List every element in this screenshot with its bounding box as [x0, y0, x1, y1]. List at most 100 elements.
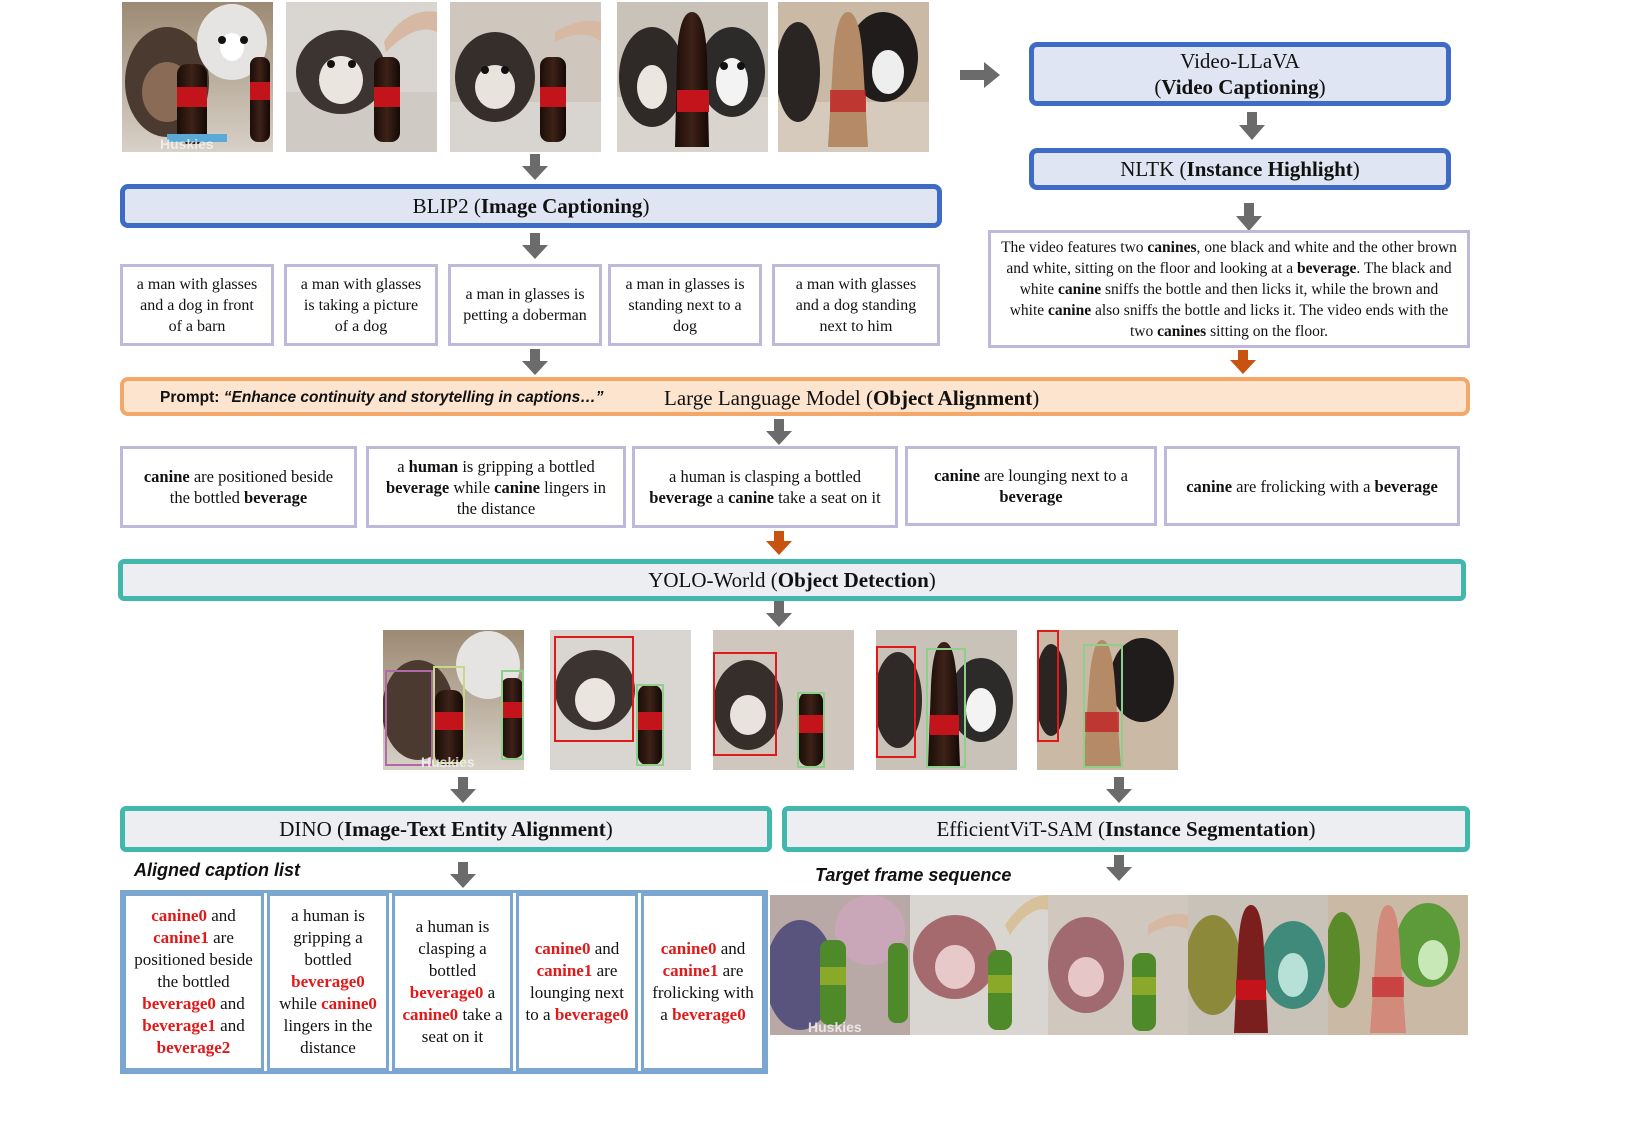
- dino-task: Image-Text Entity Alignment: [344, 816, 606, 841]
- arrow-down-icon: [766, 531, 792, 555]
- video-llava-task-line: (Video Captioning): [1154, 75, 1326, 99]
- indexed-entity: beverage0: [672, 1005, 746, 1024]
- caption-text: a: [483, 983, 496, 1002]
- sam-box: EfficientViT-SAM (Instance Segmentation): [782, 806, 1470, 852]
- caption-text: are frolicking with a: [1232, 476, 1375, 496]
- arrow-down-icon: [522, 154, 548, 180]
- indexed-entity: beverage0: [409, 983, 484, 1002]
- video-frame-4: [617, 2, 768, 152]
- highlighted-entity: canines: [1157, 322, 1207, 340]
- watermark: Huskies: [808, 1019, 862, 1035]
- arrow-down-icon: [522, 349, 548, 375]
- arrow-down-icon: [1239, 112, 1265, 140]
- segmented-frame-3: [1048, 895, 1188, 1035]
- video-frame-2: [286, 2, 437, 152]
- arrow-down-icon: [1230, 350, 1256, 374]
- llm-name: Large Language Model: [664, 386, 861, 410]
- caption-text: , one black and white and the other brow…: [1006, 238, 1457, 277]
- yolo-task: Object Detection: [777, 567, 929, 592]
- highlighted-entity: beverage: [1296, 259, 1357, 277]
- entity-word: beverage: [386, 477, 450, 497]
- indexed-entity: beverage2: [156, 1038, 231, 1057]
- bbox-beverage: [1083, 644, 1123, 768]
- video-llava-box: Video-LLaVA (Video Captioning): [1029, 42, 1451, 106]
- blip2-name: BLIP2: [412, 193, 469, 218]
- indexed-entity: canine1: [153, 928, 209, 947]
- llm-box: Prompt: “Enhance continuity and storytel…: [120, 377, 1470, 416]
- target-frame-sequence-label: Target frame sequence: [815, 865, 1012, 885]
- entity-word: beverage: [1374, 476, 1438, 496]
- dino-box: DINO (Image-Text Entity Alignment): [120, 806, 772, 852]
- arrow-down-icon: [450, 862, 476, 888]
- bbox-canine: [876, 646, 916, 758]
- caption-text: while: [449, 477, 495, 497]
- entity-word: canine: [494, 477, 540, 497]
- bbox-canine: [713, 652, 777, 756]
- bbox-beverage: [636, 684, 664, 766]
- yolo-name: YOLO-World: [648, 567, 766, 592]
- bbox-canine: [554, 636, 634, 742]
- sam-task: Instance Segmentation: [1104, 816, 1309, 841]
- arrow-down-icon: [1106, 777, 1132, 803]
- caption-text: take a seat on it: [773, 488, 881, 507]
- caption-text: and: [215, 994, 245, 1013]
- final-caption-5: canine0 and canine1 are frolicking with …: [641, 893, 765, 1071]
- indexed-entity: beverage0: [291, 972, 365, 991]
- indexed-entity: canine1: [536, 961, 593, 980]
- bbox-beverage: [433, 666, 465, 764]
- aligned-caption-4: canine are lounging next to a beverage: [905, 446, 1157, 526]
- prompt-text: “Enhance continuity and storytelling in …: [223, 389, 604, 406]
- caption-text: a: [397, 456, 409, 476]
- bbox-beverage: [501, 670, 524, 760]
- blip-caption-3: a man in glasses is petting a doberman: [448, 264, 602, 346]
- indexed-entity: canine0: [534, 939, 591, 958]
- caption-text: and: [206, 906, 236, 925]
- yolo-world-box: YOLO-World (Object Detection): [118, 559, 1466, 601]
- blip2-task: Image Captioning: [480, 193, 643, 218]
- arrow-down-icon: [766, 419, 792, 445]
- caption-text: are lounging next to a: [525, 961, 624, 1024]
- caption-text: a human is clasping a bottled: [415, 917, 490, 980]
- indexed-entity: canine1: [662, 961, 719, 980]
- segmented-frame-5: [1328, 895, 1468, 1035]
- final-caption-1: canine0 and canine1 are positioned besid…: [123, 893, 264, 1071]
- video-llava-name: Video-LLaVA: [1180, 49, 1300, 73]
- prompt-label: Prompt:: [160, 389, 220, 406]
- caption-text: sniffs the bottle and then licks it, whi…: [1009, 280, 1439, 319]
- nltk-box: NLTK (Instance Highlight): [1029, 148, 1451, 190]
- watermark: Huskies: [421, 754, 475, 770]
- caption-text: is gripping a bottled: [458, 456, 595, 476]
- caption-text: sitting on the floor.: [1206, 322, 1329, 340]
- segmented-frame-1: Huskies: [770, 895, 910, 1035]
- aligned-caption-3: a human is clasping a bottled beverage a…: [632, 446, 898, 528]
- caption-text: are positioned beside the bottled: [134, 928, 253, 991]
- nltk-video-caption: The video features two canines, one blac…: [988, 230, 1470, 348]
- entity-word: human: [408, 456, 459, 476]
- blip-caption-1: a man with glasses and a dog in front of…: [120, 264, 274, 346]
- aligned-caption-list: [120, 890, 768, 1074]
- prompt-line: Prompt: “Enhance continuity and storytel…: [160, 389, 604, 407]
- arrow-down-icon: [522, 233, 548, 259]
- caption-text: while: [279, 994, 322, 1013]
- arrow-down-icon: [766, 601, 792, 627]
- caption-text: . The black and white: [1019, 259, 1452, 298]
- entity-word: canine: [1186, 476, 1233, 496]
- caption-text: take a seat on it: [421, 1005, 503, 1046]
- entity-word: beverage: [649, 488, 713, 507]
- llm-title: Large Language Model (Object Alignment): [664, 386, 1040, 410]
- aligned-caption-5: canine are frolicking with a beverage: [1164, 446, 1460, 526]
- detection-frame-1: Huskies: [383, 630, 524, 770]
- segmented-frame-2: [910, 895, 1048, 1035]
- detection-frame-5: [1037, 630, 1178, 770]
- caption-text: are positioned beside the bottled: [169, 467, 334, 507]
- video-llava-task: Video Captioning: [1161, 75, 1319, 99]
- detection-frame-3: [713, 630, 854, 770]
- arrow-down-icon: [1106, 855, 1132, 881]
- aligned-caption-list-label: Aligned caption list: [134, 860, 301, 880]
- caption-text: and: [215, 1016, 245, 1035]
- caption-text: are lounging next to a: [979, 466, 1128, 485]
- arrow-right-icon: [960, 62, 1000, 88]
- llm-task: Object Alignment: [872, 386, 1033, 410]
- nltk-name: NLTK: [1120, 156, 1175, 181]
- indexed-entity: beverage0: [554, 1005, 629, 1024]
